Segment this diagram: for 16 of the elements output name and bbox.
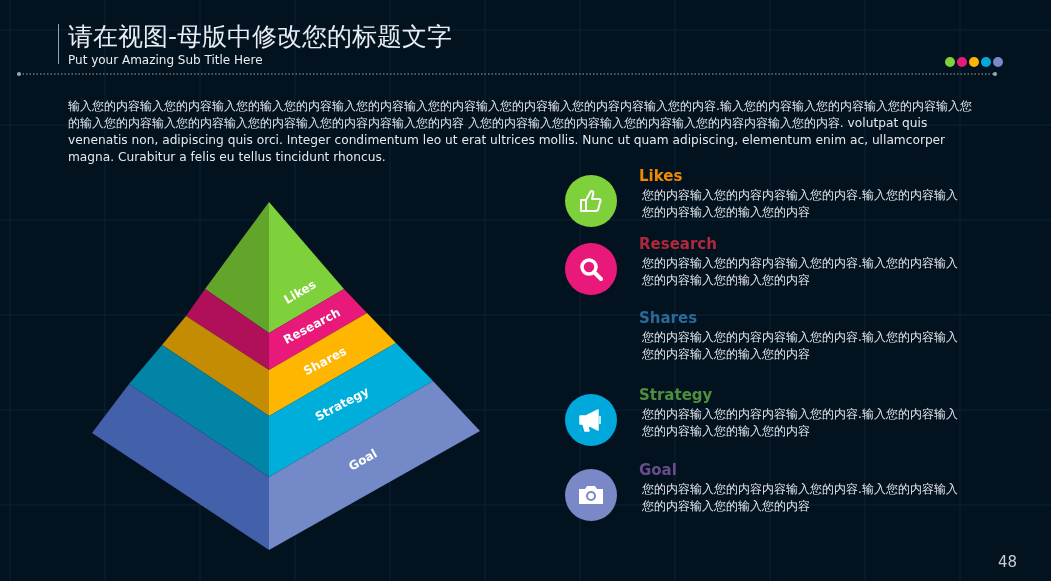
item-heading: Strategy bbox=[639, 386, 713, 404]
item-description: 您的内容输入您的内容内容输入您的内容.输入您的内容输入您的内容输入您的输入您的内容 bbox=[642, 406, 959, 440]
slide-title: 请在视图-母版中修改您的标题文字 bbox=[68, 21, 453, 53]
item-description: 您的内容输入您的内容内容输入您的内容.输入您的内容输入您的内容输入您的输入您的内容 bbox=[642, 329, 959, 363]
pyramid-layer bbox=[92, 381, 480, 550]
page-number: 48 bbox=[998, 553, 1018, 571]
item-description: 您的内容输入您的内容内容输入您的内容.输入您的内容输入您的内容输入您的输入您的内容 bbox=[642, 187, 959, 221]
item-heading: Likes bbox=[639, 167, 683, 185]
subtitle: Put your Amazing Sub Title Here bbox=[68, 53, 263, 67]
item-description: 您的内容输入您的内容内容输入您的内容.输入您的内容输入您的内容输入您的输入您的内容 bbox=[642, 481, 959, 515]
body-paragraph: 输入您的内容输入您的内容输入您的输入您的内容输入您的内容输入您的内容输入您的内容输入您的内容内容输入您的内容.输入您的内容输入您的内容输入您的内容输入您的输入您的内容输入您的内容输入您的内容输入您的内容内容输入您的内容 入您的内容输入您的内容输入您的内容输入您的内容内容输入您的内容. volutpat quis venenatis non, adipiscing quis orci. Integer condimentum leo ut erat ultrices mollis. Nunc ut quam adipiscing, elementum enim ac, ullamcorper magna. Curabitur a felis eu tellus tincidunt rhoncus. bbox=[68, 98, 973, 166]
item-heading: Research bbox=[639, 235, 717, 253]
pyramid-layer bbox=[129, 343, 433, 477]
item-heading: Shares bbox=[639, 309, 698, 327]
item-heading: Goal bbox=[639, 461, 677, 479]
item-description: 您的内容输入您的内容内容输入您的内容.输入您的内容输入您的内容输入您的输入您的内容 bbox=[642, 255, 959, 289]
